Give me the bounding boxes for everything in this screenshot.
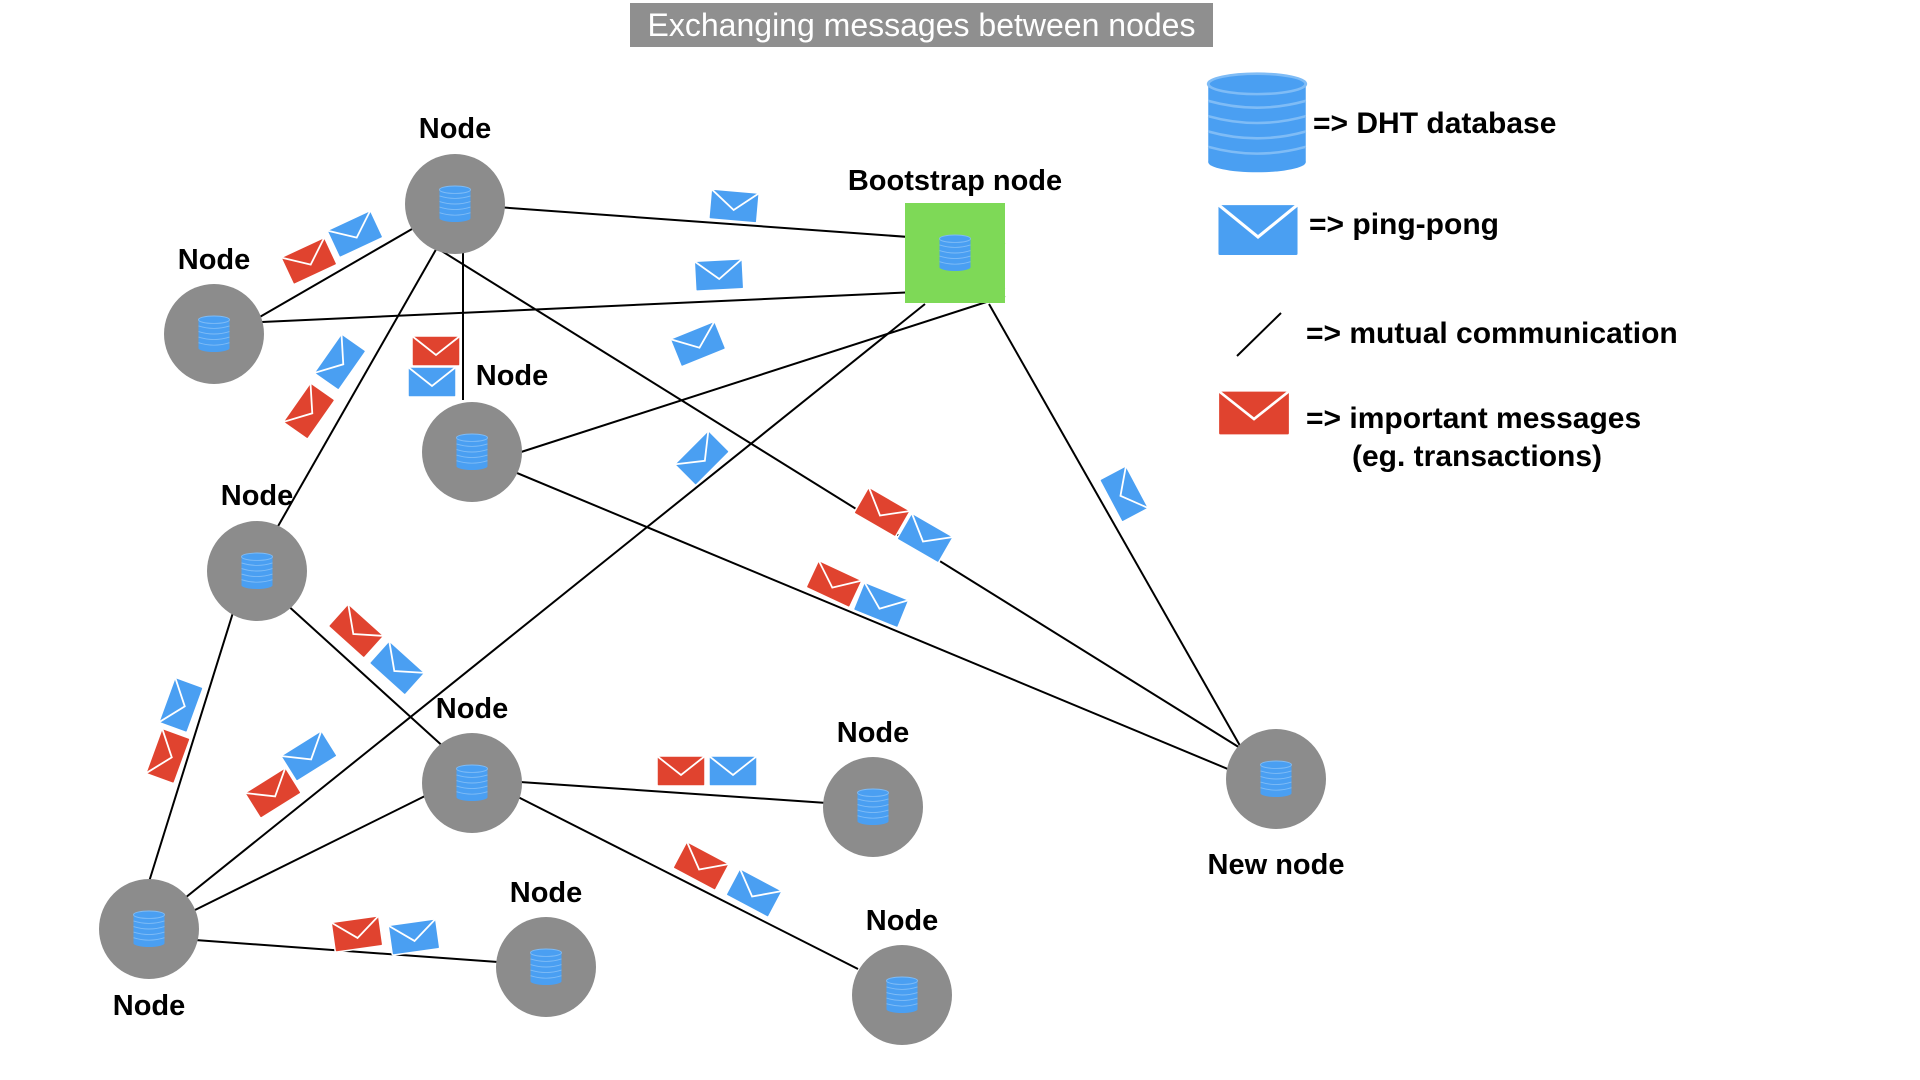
node-n2 [164, 284, 264, 384]
database-icon [456, 764, 488, 802]
database-icon [1260, 760, 1292, 798]
node-label-n6: Node [836, 717, 910, 749]
link-n4-n5 [284, 602, 448, 751]
ping-pong-envelope-icon [387, 917, 441, 957]
node-n7 [852, 945, 952, 1045]
legend-ping-pong-envelope-icon [1215, 202, 1301, 258]
database-icon [439, 185, 471, 223]
link-bootstrap-new [988, 303, 1244, 752]
important-envelope-icon [330, 914, 384, 954]
node-n5 [422, 733, 522, 833]
ping-pong-envelope-icon [669, 320, 727, 368]
important-envelope-icon [144, 727, 192, 785]
database-icon [133, 910, 165, 948]
legend-important-label: => important messages [1306, 402, 1642, 435]
node-label-n8: Node [112, 990, 186, 1022]
database-icon [198, 315, 230, 353]
connections [147, 203, 1246, 970]
database-icon [857, 788, 889, 826]
database-icon [939, 234, 971, 272]
legend-mutual-line-icon [1236, 312, 1282, 357]
legend-database-label: => DHT database [1313, 107, 1557, 140]
link-n3-new [504, 467, 1236, 773]
link-n2-bootstrap [261, 287, 1006, 323]
node-n3 [422, 402, 522, 502]
node-new [1226, 729, 1326, 829]
node-n1 [405, 154, 505, 254]
node-label-n3: Node [475, 360, 549, 392]
ping-pong-envelope-icon [1098, 464, 1150, 524]
link-bootstrap-n8 [179, 303, 926, 903]
node-label-n1: Node [418, 113, 492, 145]
important-envelope-icon [656, 755, 706, 787]
ping-pong-envelope-icon [693, 257, 745, 293]
link-n5-n6 [519, 781, 828, 804]
important-envelope-icon [411, 335, 461, 367]
node-n9 [496, 917, 596, 1017]
node-n4 [207, 521, 307, 621]
ping-pong-envelope-icon [724, 867, 784, 919]
important-envelope-icon [282, 381, 336, 441]
database-icon [886, 976, 918, 1014]
ping-pong-envelope-icon [157, 676, 205, 734]
link-n1-n4 [276, 231, 447, 529]
link-n1-new [431, 244, 1246, 752]
link-n4-n8 [147, 602, 237, 886]
database-icon [241, 552, 273, 590]
ping-pong-envelope-icon [313, 332, 367, 392]
ping-pong-envelope-icon [708, 755, 758, 787]
ping-pong-envelope-icon [707, 188, 761, 224]
nodes [99, 154, 1326, 1045]
link-n5-n7 [517, 796, 859, 970]
node-label-bootstrap: Bootstrap node [847, 165, 1063, 197]
node-label-n5: Node [435, 693, 509, 725]
important-envelope-icon [805, 559, 863, 609]
link-n3-bootstrap [517, 295, 1006, 454]
legend [1206, 72, 1308, 437]
node-label-n7: Node [865, 905, 939, 937]
node-bootstrap [905, 203, 1005, 303]
legend-ping-pong-label: => ping-pong [1309, 208, 1499, 241]
page-title: Exchanging messages between nodes [630, 3, 1213, 47]
node-label-n2: Node [177, 244, 251, 276]
link-n1-n2 [257, 228, 413, 319]
link-n5-n8 [194, 795, 426, 911]
node-label-n4: Node [220, 480, 294, 512]
ping-pong-envelope-icon [852, 581, 910, 629]
legend-important-sublabel: (eg. transactions) [1352, 440, 1603, 473]
node-label-n9: Node [509, 877, 583, 909]
database-icon [456, 433, 488, 471]
legend-mutual-label: => mutual communication [1306, 317, 1678, 350]
database-icon [530, 948, 562, 986]
node-label-new: New node [1207, 849, 1345, 881]
node-n6 [823, 757, 923, 857]
node-n8 [99, 879, 199, 979]
legend-database-icon [1206, 72, 1308, 174]
legend-important-envelope-icon [1216, 389, 1292, 437]
ping-pong-envelope-icon [407, 366, 457, 398]
ping-pong-envelope-icon [673, 429, 731, 487]
important-envelope-icon [671, 840, 731, 892]
